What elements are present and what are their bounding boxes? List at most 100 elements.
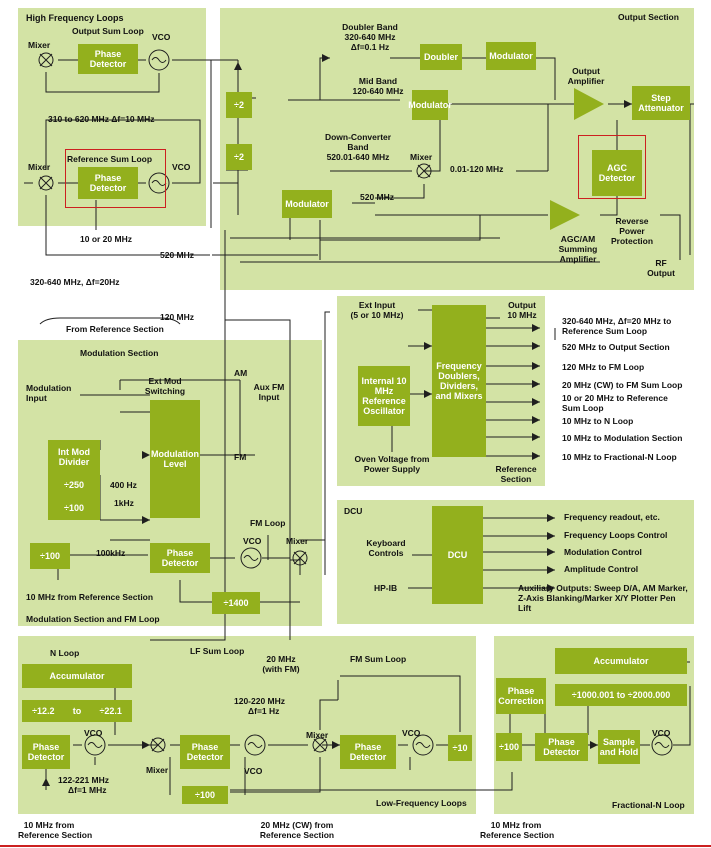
output-amplifier-triangle — [574, 88, 604, 120]
fm-sum-mixer-label: Mixer — [306, 730, 329, 740]
fractional-n-accumulator: Accumulator — [555, 648, 687, 674]
mid-band-label: Mid Band 120-640 MHz — [340, 76, 416, 96]
down-converter-text: Down-Converter Band — [324, 132, 392, 152]
reference-sum-loop-label: Reference Sum Loop — [67, 154, 153, 164]
fractional-n-from-ref-sub: Reference Section — [480, 830, 555, 840]
ref-vco-label: VCO — [172, 162, 191, 172]
internal-reference-oscillator: Internal 10 MHz Reference Oscillator — [358, 366, 410, 426]
lf-divide-by-100-block: ÷100 — [182, 786, 228, 804]
n-range-to: to — [72, 706, 82, 716]
down-converter-label: Down-Converter Band 520.01-640 MHz — [318, 132, 398, 162]
n-range-a: ÷12.2 — [32, 706, 55, 716]
fm-vco-label: VCO — [243, 536, 262, 546]
mod-footer-label: Modulation Section and FM Loop — [26, 614, 160, 624]
fm-sum-vco-label: VCO — [402, 728, 421, 738]
hf-mixer-label: Mixer — [28, 40, 51, 50]
step-attenuator-block: Step Attenuator — [632, 86, 690, 120]
dcu-output-2: Frequency Loops Control — [564, 530, 668, 540]
divide-by-1400-block: ÷1400 — [212, 592, 260, 614]
modulation-input-label: Modulation Input — [26, 383, 72, 403]
lf-sum-loop-title: LF Sum Loop — [190, 646, 245, 656]
lf-from-ref-1-sub: Reference Section — [18, 830, 93, 840]
fractional-n-divider-range: ÷1000.001 to ÷2000.000 — [555, 684, 687, 706]
fm-sum-phase-detector: Phase Detector — [340, 735, 396, 769]
div-250-text: ÷250 — [64, 479, 84, 490]
ref-output-text: Output — [508, 300, 536, 310]
lf-phase-detector: Phase Detector — [180, 735, 230, 769]
ref-120-label: 120 MHz — [160, 312, 195, 322]
fractional-n-phase-detector: Phase Detector — [535, 733, 588, 761]
ext-input-label: Ext Input (5 or 10 MHz) — [346, 300, 408, 320]
fractional-n-divide-by-100: ÷100 — [496, 733, 522, 761]
ref-phase-detector: Phase Detector — [78, 167, 138, 199]
lf-df-text: Δf=1 Hz — [248, 706, 280, 716]
ref-output-5: 10 or 20 MHz to Reference Sum Loop — [562, 393, 668, 413]
divide-by-2-block-a: ÷2 — [226, 92, 252, 118]
ref-output-label: Output 10 MHz — [500, 300, 544, 320]
hf-vco-label: VCO — [152, 32, 171, 42]
frequency-doublers-block: Frequency Doublers, Dividers, and Mixers — [432, 305, 486, 457]
low-range-label: 0.01-120 MHz — [450, 164, 504, 174]
hf-loops-title: High Frequency Loops — [26, 13, 124, 23]
modulator-block-3: Modulator — [282, 190, 332, 218]
hf-range-label: 310 to 620 MHz Δf=10 MHz — [48, 114, 155, 124]
lf-footer-label: Low-Frequency Loops — [376, 798, 467, 808]
dcu-output-3: Modulation Control — [564, 547, 642, 557]
output-520-label: 520 MHz — [360, 192, 395, 202]
lf-range-text: 120-220 MHz — [234, 696, 286, 706]
lf-from-ref-1: 10 MHz from Reference Section — [18, 820, 93, 840]
ref-input-label: 10 or 20 MHz — [80, 234, 132, 244]
fractional-n-from-ref: 10 MHz from Reference Section — [480, 820, 555, 840]
dcu-panel — [337, 500, 694, 624]
lf-from-ref-2: 20 MHz (CW) from Reference Section — [252, 820, 342, 840]
divide-by-100-mod-block: ÷100 — [30, 543, 70, 569]
n-range-b: ÷22.1 — [99, 706, 122, 716]
output-sum-loop-label: Output Sum Loop — [72, 26, 144, 36]
n-loop-accumulator: Accumulator — [22, 664, 132, 688]
oven-voltage-label: Oven Voltage from Power Supply — [354, 454, 430, 474]
fm-sum-loop-title: FM Sum Loop — [350, 654, 407, 664]
reverse-power-label: Reverse Power Protection — [610, 216, 654, 246]
modulation-level-block: Modulation Level — [150, 400, 200, 518]
dcu-aux-outputs: Auxiliary Outputs: Sweep D/A, AM Marker,… — [518, 583, 688, 613]
ref-output-1: 320-640 MHz, Δf=20 MHz to Reference Sum … — [562, 316, 672, 336]
fractional-n-footer: Fractional-N Loop — [612, 800, 685, 810]
agc-summing-amplifier-triangle — [550, 200, 580, 230]
ref-output-6: 10 MHz to N Loop — [562, 416, 634, 426]
lf-vco-label: VCO — [244, 766, 263, 776]
from-reference-label: From Reference Section — [66, 324, 164, 334]
n-range-text: 122-221 MHz — [58, 775, 110, 785]
lf-mixer-label: Mixer — [146, 765, 169, 775]
doubler-block: Doubler — [420, 44, 462, 70]
modulator-block-1: Modulator — [486, 42, 536, 70]
ext-input-sub: (5 or 10 MHz) — [350, 310, 404, 320]
divide-by-2-block-b: ÷2 — [226, 144, 252, 170]
ref-output-3: 120 MHz to FM Loop — [562, 362, 645, 372]
modulator-block-2: Modulator — [408, 90, 452, 120]
rf-output-label: RF Output — [647, 258, 675, 278]
dcu-output-4: Amplitude Control — [564, 564, 639, 574]
fm-phase-detector: Phase Detector — [150, 543, 210, 573]
hpib-label: HP-IB — [374, 583, 398, 593]
n-vco-label: VCO — [84, 728, 103, 738]
doubler-range-text: 320-640 MHz — [344, 32, 396, 42]
hf-320-input-label: 320-640 MHz, Δf=20Hz — [30, 277, 120, 287]
int-mod-divider-text: Int Mod Divider — [58, 447, 90, 468]
lf-from-ref-2-sub: Reference Section — [259, 830, 335, 840]
mid-band-text: Mid Band — [358, 76, 398, 86]
ref-output-4: 20 MHz (CW) to FM Sum Loop — [562, 380, 683, 390]
ref-mixer-label: Mixer — [28, 162, 51, 172]
output-mixer-label: Mixer — [410, 152, 433, 162]
dcu-title: DCU — [344, 506, 363, 516]
with-fm-text: (with FM) — [262, 664, 300, 674]
output-section-title: Output Section — [618, 12, 679, 22]
fm-label: FM — [234, 452, 247, 462]
phase-correction-block: Phase Correction — [496, 678, 546, 714]
ref-output-2: 520 MHz to Output Section — [562, 342, 670, 352]
n-loop-phase-detector: Phase Detector — [22, 735, 70, 769]
ref-output-7: 10 MHz to Modulation Section — [562, 433, 683, 443]
fm-20mhz-text: 20 MHz — [266, 654, 296, 664]
divide-by-10-block: ÷10 — [448, 735, 472, 761]
lf-from-ref-1-text: 10 MHz from — [23, 820, 75, 830]
fm-loop-label: FM Loop — [250, 518, 286, 528]
